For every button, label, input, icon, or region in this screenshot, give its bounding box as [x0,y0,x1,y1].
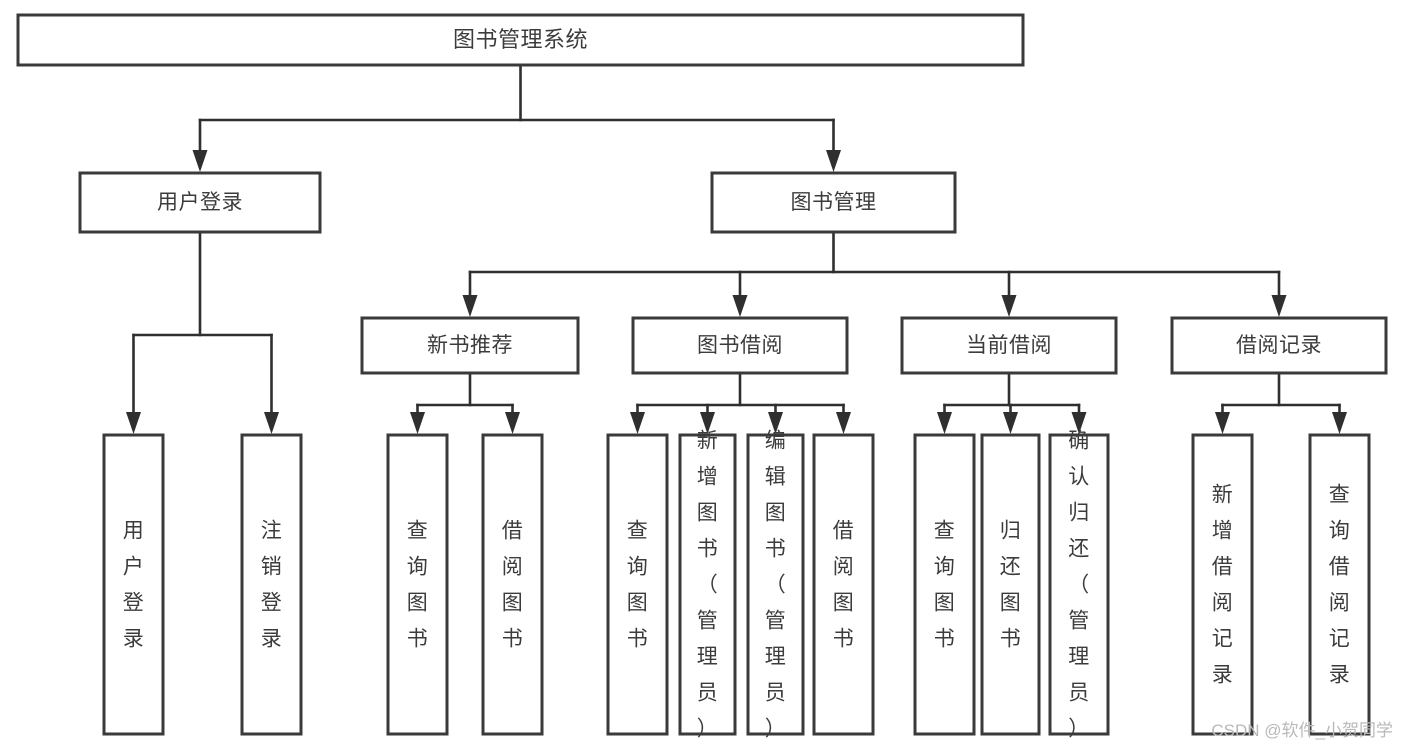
node-nb-search-book[interactable]: 查询图书 [386,433,449,736]
node-label: 查询图书 [934,520,956,651]
node-nb-borrow-book[interactable]: 借阅图书 [481,433,544,736]
node-label: 当前借阅 [966,334,1052,357]
node-label: 新增图书（管理员） [697,430,719,741]
node-new-book-recommend[interactable]: 新书推荐 [360,316,580,375]
node-label: 新书推荐 [427,334,513,357]
arrow-head [836,412,851,434]
arrow-head [192,150,208,172]
node-bb-search-book[interactable]: 查询图书 [606,433,669,736]
arrow-head [937,412,952,434]
arrow-head [505,412,520,434]
node-label: 编辑图书（管理员） [765,430,787,741]
node-br-search-record[interactable]: 查询借阅记录 [1308,433,1371,736]
node-label: 查询图书 [407,520,429,651]
arrow-head [1215,412,1230,434]
node-label: 用户登录 [123,520,145,651]
node-label: 图书借阅 [697,334,783,357]
node-label: 借阅图书 [502,520,524,651]
node-label: 图书管理系统 [453,27,588,52]
node-cb-confirm-return[interactable]: 确认归还（管理员） [1048,430,1110,741]
connector-layer [126,63,1347,434]
node-leaf-user-logout[interactable]: 注销登录 [240,433,303,736]
node-leaf-user-login[interactable]: 用户登录 [102,433,165,736]
node-borrow-record[interactable]: 借阅记录 [1170,316,1388,375]
node-bb-borrow-book[interactable]: 借阅图书 [812,433,875,736]
arrow-head [768,412,783,434]
node-label: 借阅图书 [833,520,855,651]
arrow-head [732,295,748,317]
arrow-head [410,412,425,434]
arrow-head [826,150,841,172]
node-label: 归还图书 [1000,520,1022,651]
node-label: 注销登录 [261,520,283,651]
node-label: 图书管理 [791,191,877,214]
node-cb-search-book[interactable]: 查询图书 [913,433,976,736]
node-label: 查询借阅记录 [1329,484,1351,687]
arrow-head [1001,295,1017,317]
node-label: 新增借阅记录 [1212,484,1234,687]
node-label: 确认归还（管理员） [1068,430,1090,741]
node-current-borrow[interactable]: 当前借阅 [900,316,1118,375]
node-layer: 图书管理系统用户登录用户登录注销登录图书管理新书推荐查询图书借阅图书图书借阅查询… [16,13,1388,741]
arrow-head [1003,412,1018,434]
arrow-head [700,412,715,434]
node-bb-edit-book[interactable]: 编辑图书（管理员） [746,430,805,741]
arrow-head [1271,295,1287,317]
node-label: 借阅记录 [1236,334,1322,357]
node-bb-add-book[interactable]: 新增图书（管理员） [678,430,737,741]
arrow-head [1071,412,1087,434]
arrow-head [264,412,279,434]
node-cb-return-book[interactable]: 归还图书 [980,433,1041,736]
node-user-login[interactable]: 用户登录 [78,171,322,234]
node-book-manage[interactable]: 图书管理 [710,171,957,234]
node-label: 查询图书 [627,520,649,651]
arrow-head [630,412,645,434]
arrow-head [126,412,141,434]
node-root[interactable]: 图书管理系统 [16,13,1025,67]
watermark-text: CSDN @软件_小贺同学 [1211,721,1393,740]
arrow-head [1332,412,1347,434]
node-book-borrow[interactable]: 图书借阅 [631,316,849,375]
arrow-head [462,295,478,317]
node-label: 用户登录 [157,191,243,214]
node-br-add-record[interactable]: 新增借阅记录 [1191,433,1254,736]
